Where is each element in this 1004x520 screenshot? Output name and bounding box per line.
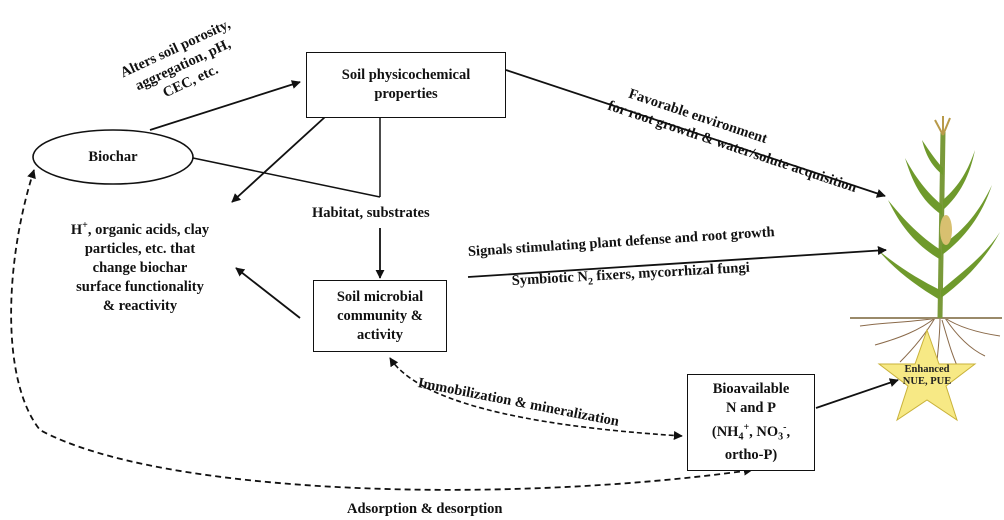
soil-microbial-box: Soil microbial community & activity [313, 280, 447, 352]
biochar-label: Biochar [88, 149, 138, 165]
plant-leaves [878, 140, 1000, 300]
bioavailable-box: Bioavailable N and P (NH4+, NO3-, ortho-… [687, 374, 815, 471]
bioavailable-line-1: Bioavailable [712, 380, 790, 397]
corn-plant-illustration [850, 116, 1002, 373]
adsorption-label: Adsorption & desorption [347, 501, 503, 517]
arrow-microbial-to-h-plus [235, 267, 301, 319]
h-plus-line-5: & reactivity [102, 297, 178, 314]
enhanced-star-shape [877, 328, 977, 422]
bioavailable-line-4: ortho-P) [724, 447, 778, 464]
enhanced-line-2: NUE, PUE [902, 376, 952, 387]
h-plus-line-1: H+, organic acids, clay [70, 220, 210, 238]
enhanced-label: Enhanced NUE, PUE [887, 364, 967, 388]
h-plus-line-4: surface functionality [76, 278, 204, 295]
h-plus-label: H+, organic acids, clay particles, etc. … [40, 216, 240, 316]
soil-microbial-line-1: Soil microbial [336, 288, 424, 305]
bioavailable-line-2: N and P [726, 399, 776, 416]
soil-physicochemical-line-2: properties [374, 86, 438, 102]
enhanced-line-1: Enhanced [904, 364, 950, 375]
soil-microbial-line-3: activity [357, 326, 403, 343]
arrow-physicochemical-to-plant [505, 69, 886, 198]
plant-ear [940, 215, 952, 245]
arrow-adsorption-dashed [10, 169, 753, 491]
arrow-physicochemical-to-h-plus [231, 116, 326, 203]
h-plus-line-3: change biochar [92, 259, 188, 276]
line-biochar-to-habitat [192, 157, 381, 198]
soil-physicochemical-box: Soil physicochemical properties [306, 52, 506, 118]
arrow-biochar-to-physicochemical [149, 80, 301, 131]
soil-microbial-line-2: community & [337, 307, 423, 324]
h-plus-line-2: particles, etc. that [84, 240, 196, 257]
arrow-bioavailable-to-star [815, 378, 899, 409]
biochar-node: Biochar [33, 148, 193, 166]
soil-physicochemical-line-1: Soil physicochemical [341, 67, 471, 83]
habitat-label: Habitat, substrates [312, 205, 430, 221]
bioavailable-line-3: (NH4+, NO3-, [711, 421, 791, 443]
plant-tassel [934, 116, 951, 136]
